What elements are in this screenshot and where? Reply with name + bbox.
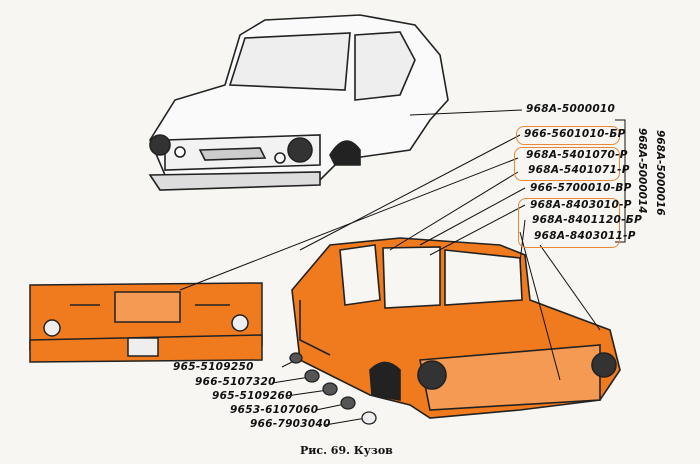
part-label: 968A-5000010 <box>526 103 616 115</box>
assembly-label: 968A-5000016 <box>654 130 666 216</box>
top-car-body <box>148 14 449 191</box>
part-label: 968A-8403011-Р <box>534 230 636 242</box>
assembly-label: 968A-5000014 <box>636 128 648 214</box>
part-label: 9653-6107060 <box>230 404 319 416</box>
bottom-car-shell <box>291 237 621 419</box>
front-panel <box>29 282 263 363</box>
figure-caption: Рис. 69. Кузов <box>300 444 393 457</box>
highlight-ring <box>514 147 620 181</box>
part-label: 968A-5401071-Р <box>528 164 630 176</box>
leader-lines <box>179 109 626 426</box>
small-parts <box>289 352 377 425</box>
part-label: 968A-8401120-БР <box>532 214 643 226</box>
part-label: 965-5109250 <box>173 361 254 373</box>
part-label: 966-5107320 <box>195 376 276 388</box>
part-label: 966-7903040 <box>250 418 331 430</box>
highlight-ring <box>518 198 620 248</box>
part-label: 968A-5401070-Р <box>526 149 628 161</box>
part-label: 968A-8403010-Р <box>530 199 632 211</box>
part-label: 966-5700010-ВР <box>530 182 632 194</box>
part-label: 965-5109260 <box>212 390 293 402</box>
part-label: 966-5601010-БР <box>524 128 626 140</box>
highlight-ring <box>516 126 620 145</box>
